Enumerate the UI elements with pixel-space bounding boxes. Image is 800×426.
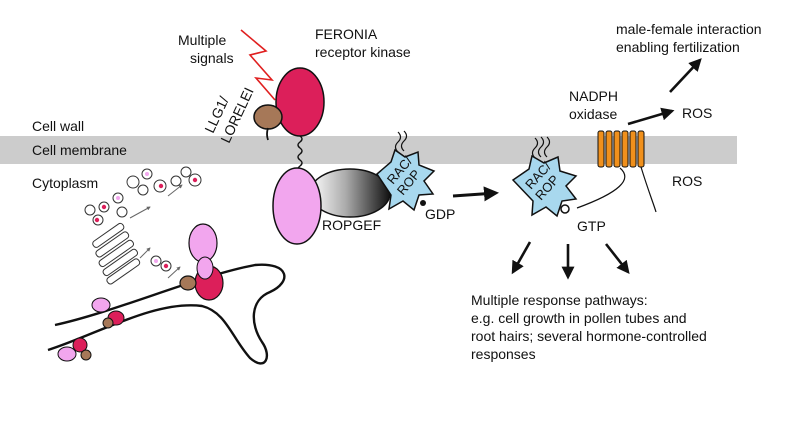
oxidase-c-terminal-tail xyxy=(640,166,657,213)
response-text-3: root hairs; several hormone-controlled xyxy=(471,328,707,344)
response-text-4: responses xyxy=(471,346,536,362)
gtp-label: GTP xyxy=(577,218,606,234)
nadph-oxidase-complex xyxy=(597,130,645,168)
feronia-transmembrane-domain xyxy=(297,135,303,173)
rac-rop-gtp-protein xyxy=(511,154,578,218)
cell-membrane-label: Cell membrane xyxy=(32,142,127,158)
rac-rop-lipid-anchor-right xyxy=(531,136,551,159)
gtp-phosphate-circle xyxy=(560,204,570,214)
response-arrow-right xyxy=(604,243,630,275)
multiple-signals-label-1: Multiple xyxy=(178,32,226,48)
llg1-anchor xyxy=(266,127,269,141)
ros-top-label: ROS xyxy=(682,105,712,121)
ros-right-label: ROS xyxy=(672,173,702,189)
surface-receptor-main xyxy=(179,223,224,301)
feronia-label-1: FERONIA xyxy=(315,26,378,42)
nadph-label-2: oxidase xyxy=(569,106,617,122)
vesicle-arrow-4 xyxy=(167,266,181,279)
feronia-kinase-domain xyxy=(272,167,322,245)
signal-bolt-icon xyxy=(240,29,276,101)
llg1-protein xyxy=(253,104,283,130)
multiple-signals-label-2: signals xyxy=(190,50,234,66)
gdp-label: GDP xyxy=(425,206,455,222)
surface-receptor-upper xyxy=(91,297,125,329)
cell-wall-label: Cell wall xyxy=(32,118,84,134)
cytoplasm-label: Cytoplasm xyxy=(32,175,98,191)
response-text-2: e.g. cell growth in pollen tubes and xyxy=(471,310,687,326)
vesicle-arrow-1 xyxy=(129,206,151,219)
nadph-label-1: NADPH xyxy=(569,88,618,104)
response-arrow-left xyxy=(511,241,532,275)
ros-to-fertilization-arrow xyxy=(669,58,702,93)
gdp-phosphate-dot xyxy=(420,200,426,206)
vesicle-arrow-2 xyxy=(167,184,183,197)
golgi-stack xyxy=(92,222,141,285)
ropgef-label: ROPGEF xyxy=(322,217,381,233)
surface-receptor-lower xyxy=(57,337,92,362)
rac-rop-to-oxidase-link xyxy=(576,167,626,209)
oxidase-to-ros-arrow xyxy=(627,107,675,126)
feronia-label-2: receptor kinase xyxy=(315,44,411,60)
activation-arrow xyxy=(452,186,499,202)
feronia-extracellular-domain xyxy=(275,67,325,137)
fertilization-label-1: male-female interaction xyxy=(616,21,762,37)
rac-rop-gdp-protein xyxy=(376,148,436,212)
vesicle-cargo-dots xyxy=(94,177,198,269)
fertilization-label-2: enabling fertilization xyxy=(616,39,740,55)
vesicle-arrow-3 xyxy=(139,247,151,259)
response-text-1: Multiple response pathways: xyxy=(471,292,648,308)
vesicle-cargo-pink xyxy=(116,172,158,263)
rac-rop-lipid-anchor-left xyxy=(394,130,408,153)
